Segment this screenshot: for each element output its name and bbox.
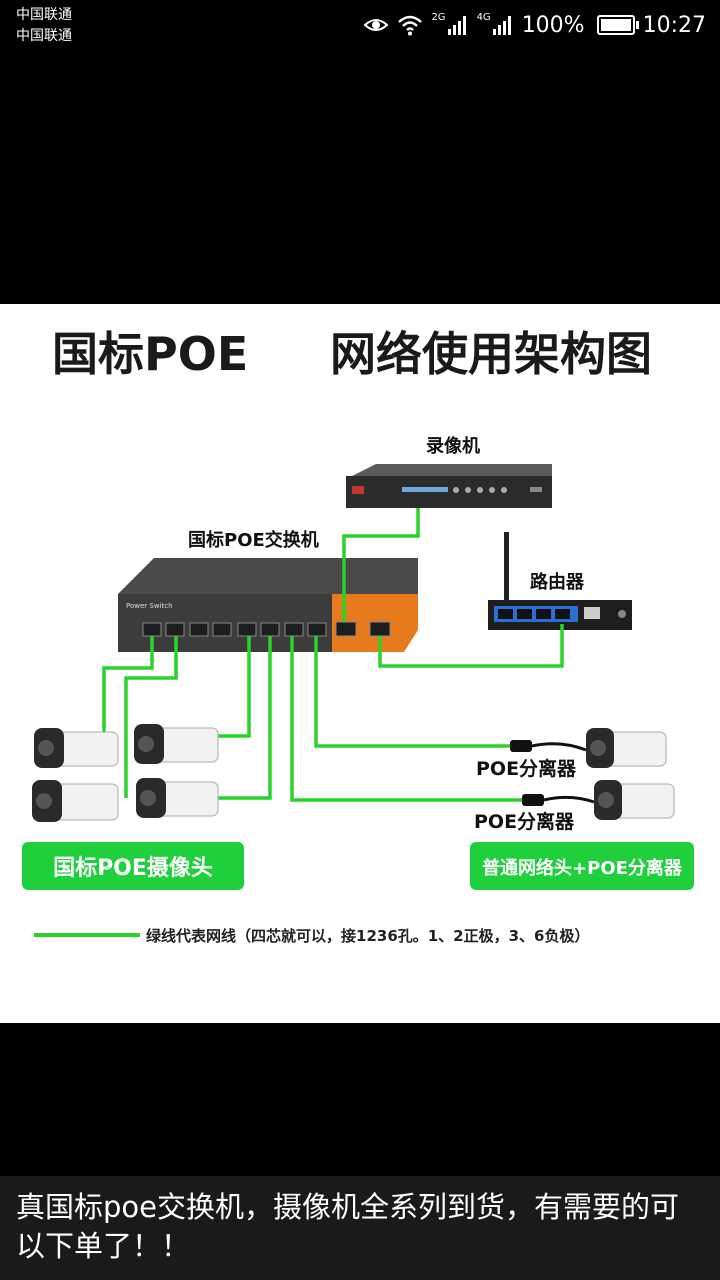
carrier-2: 中国联通	[16, 28, 72, 44]
camera-icon	[594, 780, 675, 820]
network-wires	[102, 508, 564, 802]
poe-splitter-icon	[522, 794, 595, 806]
net-2g-label: 2G	[431, 11, 446, 23]
badge-poe-camera: 国标POE摄像头	[22, 842, 244, 890]
net-4g-label: 4G	[476, 11, 491, 23]
legend-text: 绿线代表网线（四芯就可以，接1236孔。1、2正极，3、6负极）	[146, 927, 590, 945]
status-icons: 2G 4G 100% 10:27	[363, 8, 706, 42]
router-device	[488, 532, 632, 630]
splitter-label-2: POE分离器	[474, 810, 575, 833]
switch-label: 国标POE交换机	[188, 529, 319, 551]
caption-text: 真国标poe交换机，摄像机全系列到货，有需要的可以下单了！！	[16, 1190, 679, 1263]
battery-percent: 100%	[521, 12, 585, 38]
poe-splitter-icon	[510, 740, 587, 752]
battery-icon	[596, 15, 639, 35]
camera-icon	[586, 728, 667, 768]
carrier-labels: 中国联通 中国联通	[16, 5, 72, 47]
poe-camera-group-left	[32, 724, 219, 822]
signal-4g-icon: 4G	[476, 11, 514, 36]
poe-switch: Power Switch	[118, 558, 418, 652]
nvr-device	[346, 464, 552, 508]
network-camera-group-right	[510, 728, 675, 820]
badge-right-text: 普通网络头+POE分离器	[482, 857, 683, 879]
clock: 10:27	[642, 12, 706, 38]
eye-icon	[363, 15, 389, 35]
switch-brand: Power Switch	[126, 602, 173, 610]
badge-left-text: 国标POE摄像头	[53, 855, 213, 881]
splitter-label-1: POE分离器	[476, 757, 577, 780]
signal-2g-icon: 2G	[431, 11, 468, 36]
carrier-1: 中国联通	[16, 7, 72, 23]
title-right: 网络使用架构图	[330, 327, 652, 381]
title-left: 国标POE	[52, 327, 248, 381]
diagram-svg: 国标POE 网络使用架构图 录像机 国标POE交换机 Power Switch	[22, 327, 694, 945]
camera-icon	[136, 778, 219, 818]
badge-network-camera: 普通网络头+POE分离器	[470, 842, 694, 890]
router-label: 路由器	[530, 571, 585, 593]
poe-diagram-image[interactable]: 国标POE 网络使用架构图 录像机 国标POE交换机 Power Switch	[0, 304, 720, 1023]
nvr-label: 录像机	[426, 436, 480, 457]
camera-icon	[32, 780, 119, 822]
wifi-icon	[397, 14, 423, 36]
camera-icon	[134, 724, 219, 764]
caption-bar: 真国标poe交换机，摄像机全系列到货，有需要的可以下单了！！	[0, 1176, 720, 1280]
camera-icon	[34, 728, 119, 768]
status-bar: 中国联通 中国联通 2G 4G 100% 10:27	[0, 0, 720, 52]
